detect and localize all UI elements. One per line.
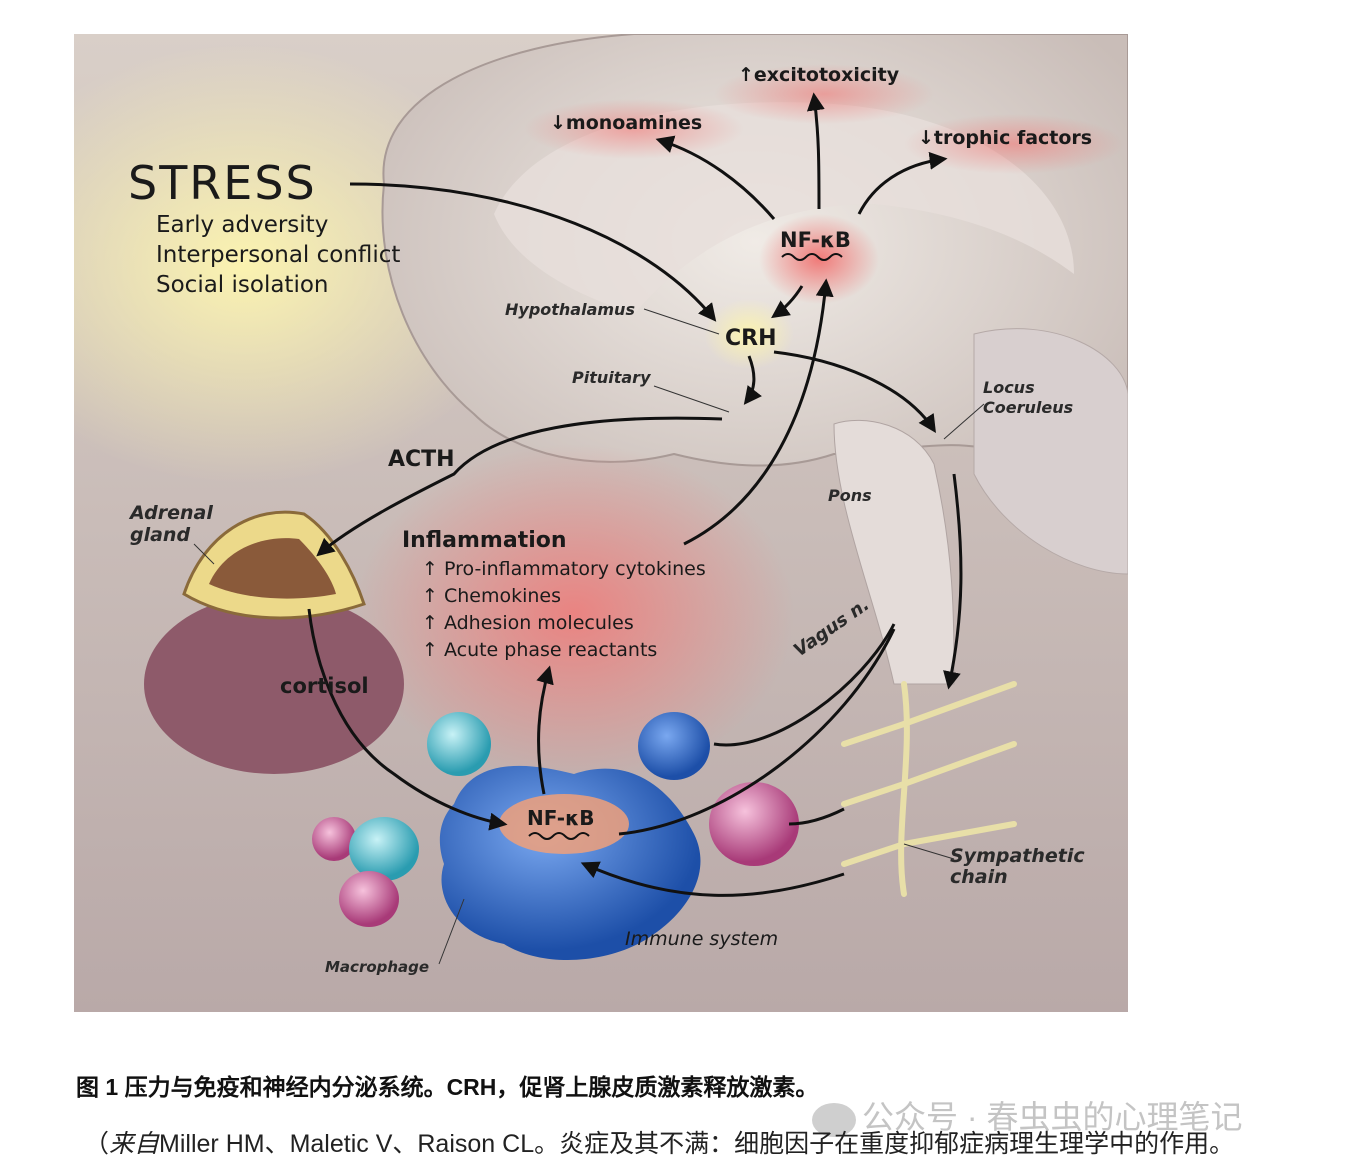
stress-immune-illustration: ↑excitotoxicity ↓monoamines ↓trophic fac… [74, 34, 1128, 1012]
pituitary-label: Pituitary [572, 368, 651, 387]
adrenal-gland-line: gland [130, 524, 191, 546]
acth-label: ACTH [388, 447, 455, 472]
figure-caption-source: （来自Miller HM、Maletic V、Raison CL。炎症及其不满：… [84, 1124, 1234, 1160]
inflammation-label: Inflammation [402, 528, 567, 553]
locus-coeruleus-line: Locus [983, 378, 1035, 397]
nfkb-brain-label: NF-κB [780, 228, 851, 252]
inflammation-item: ↑ Pro-inflammatory cytokines [422, 558, 706, 580]
trophic-factors-label: ↓trophic factors [918, 127, 1093, 149]
nfkb-immune-label: NF-κB [527, 806, 595, 830]
excitotoxicity-label: ↑excitotoxicity [738, 64, 900, 86]
immune-system-label: Immune system [625, 928, 779, 950]
stress-cause: Social isolation [156, 272, 329, 298]
stress-cause: Early adversity [156, 212, 329, 238]
monoamines-label: ↓monoamines [550, 112, 703, 134]
pons-label: Pons [828, 486, 872, 505]
adrenal-gland-line: Adrenal [130, 502, 213, 524]
sympathetic-chain-line: chain [950, 866, 1008, 888]
figure-caption-title: 图 1 压力与免疫和神经内分泌系统。CRH，促肾上腺皮质激素释放激素。 [76, 1074, 819, 1100]
stress-causes: Early adversity Interpersonal conflict S… [156, 210, 400, 300]
stress-label: STRESS [128, 156, 317, 210]
adrenal-gland-label: Adrenal gland [130, 502, 213, 546]
source-text: Miller HM、Maletic V、Raison CL。炎症及其不满：细胞因… [159, 1130, 1235, 1158]
illustration-artwork [74, 34, 1128, 1012]
watermark: 公众号 · 春虫虫的心理笔记 [812, 1092, 1242, 1138]
wechat-icon [812, 1102, 856, 1137]
locus-coeruleus-line: Coeruleus [983, 398, 1074, 417]
cortisol-label: cortisol [280, 674, 369, 698]
inflammation-list: ↑ Pro-inflammatory cytokines ↑ Chemokine… [422, 556, 706, 664]
watermark-text: 公众号 · 春虫虫的心理笔记 [862, 1099, 1243, 1135]
source-prefix: （ [84, 1130, 110, 1158]
macrophage-label: Macrophage [325, 958, 430, 976]
hypothalamus-label: Hypothalamus [505, 300, 635, 319]
crh-label: CRH [725, 326, 777, 351]
inflammation-item: ↑ Chemokines [422, 585, 562, 607]
source-italic: 来自 [109, 1130, 160, 1158]
sympathetic-chain-label: Sympathetic chain [950, 846, 1085, 888]
locus-coeruleus-label: Locus Coeruleus [983, 378, 1073, 418]
inflammation-item: ↑ Adhesion molecules [422, 612, 634, 634]
stress-cause: Interpersonal conflict [156, 242, 401, 268]
sympathetic-chain-line: Sympathetic [950, 845, 1085, 867]
inflammation-item: ↑ Acute phase reactants [422, 639, 658, 661]
